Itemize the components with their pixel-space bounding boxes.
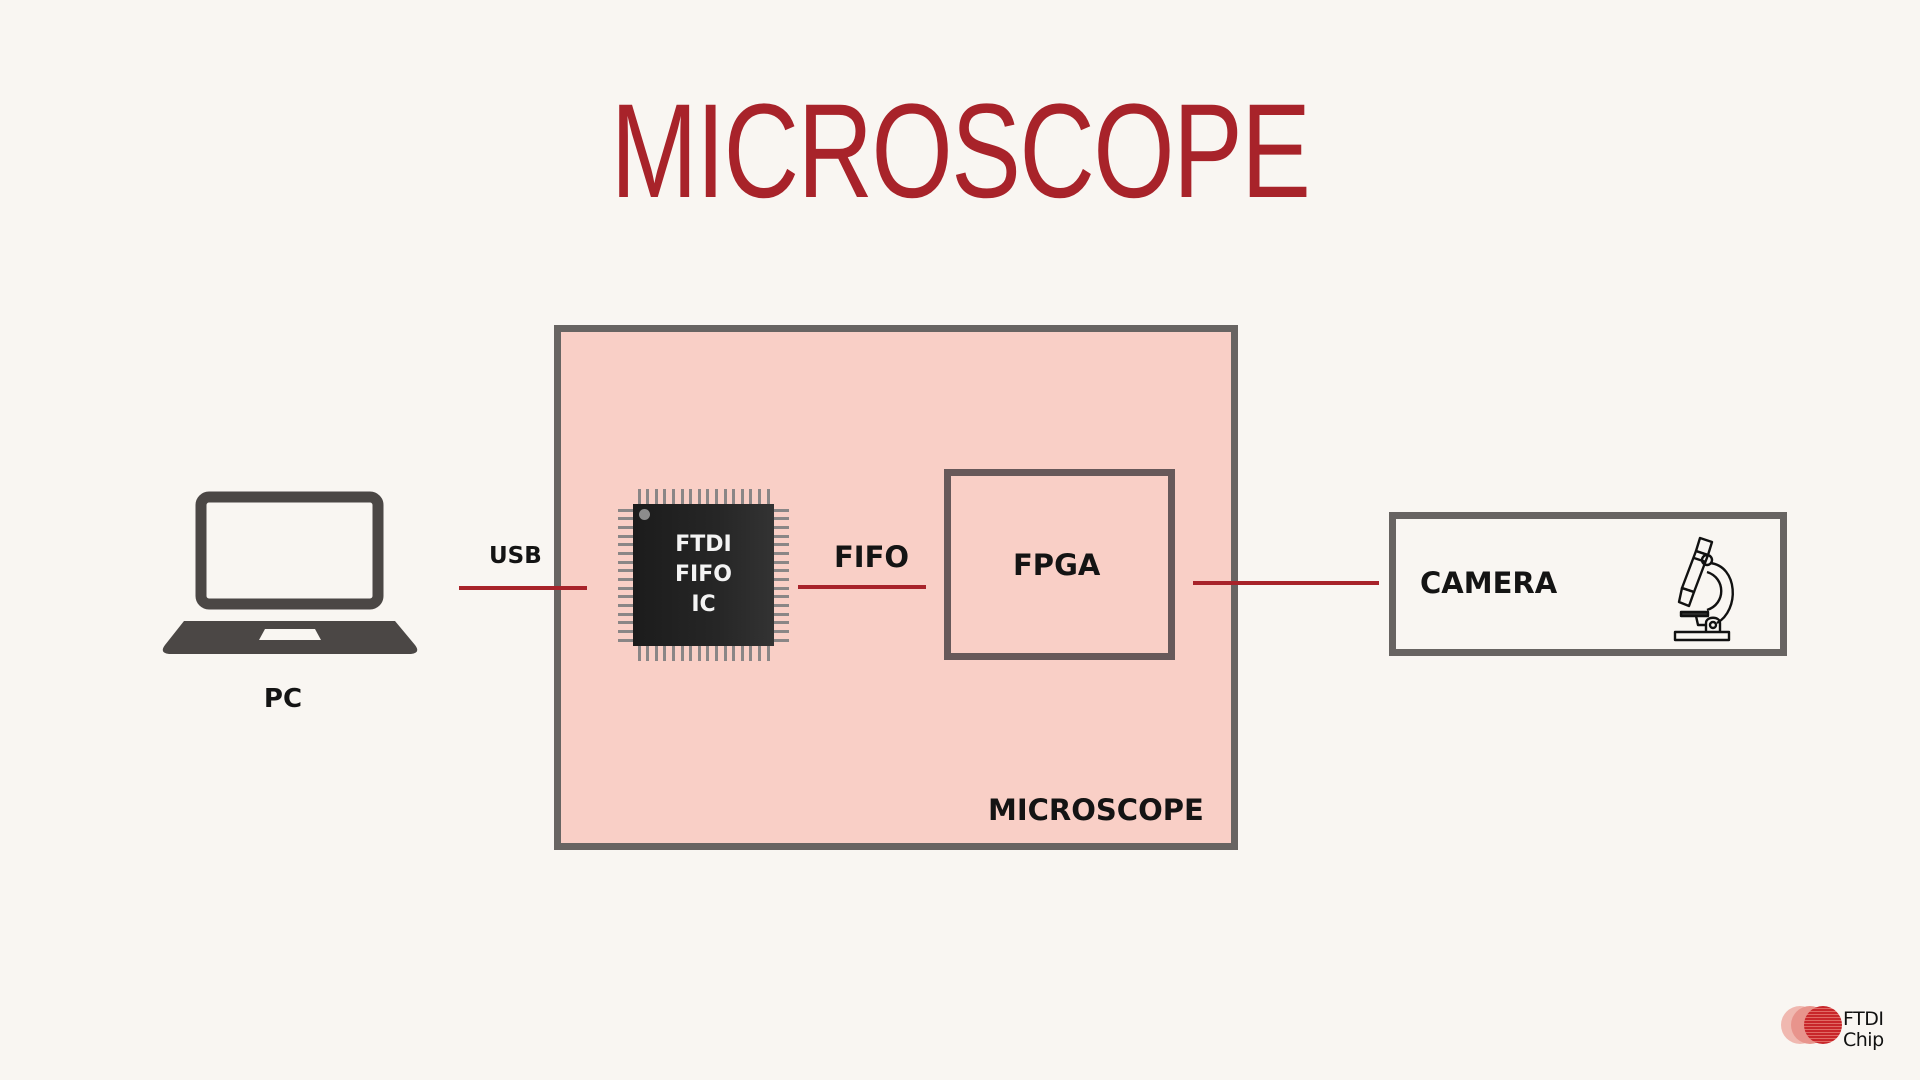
ic-chip-pin — [774, 551, 789, 555]
ic-chip-pin — [646, 489, 650, 504]
ic-chip-pin — [706, 646, 710, 661]
ic-chip-pin — [671, 646, 675, 661]
ic-chip-pin — [654, 646, 658, 661]
ic-chip-pin — [774, 569, 789, 573]
ic-chip-pin — [766, 646, 770, 661]
ic-chip-pin — [654, 489, 658, 504]
ic-chip-icon — [633, 504, 774, 646]
ic-chip-pin — [774, 621, 789, 625]
ic-chip-pin — [618, 638, 633, 642]
ic-chip-pin — [706, 489, 710, 504]
ic-chip-pin — [697, 489, 701, 504]
chip-label-line-2: FIFO — [675, 562, 732, 587]
ic-chip-pin — [680, 646, 684, 661]
ic-chip-pin — [637, 646, 641, 661]
ic-chip-pin — [618, 629, 633, 633]
ic-chip-pin — [618, 560, 633, 564]
ic-chip-pin — [618, 569, 633, 573]
camera-connection-line — [1193, 581, 1379, 585]
ic-chip-pin — [618, 517, 633, 521]
ic-chip-pin — [714, 646, 718, 661]
ic-chip-pin — [618, 586, 633, 590]
ic-chip-pin — [618, 534, 633, 538]
fifo-label: FIFO — [834, 540, 910, 574]
ic-chip-pin — [740, 489, 744, 504]
ic-chip-pin — [663, 489, 667, 504]
ic-chip-pin — [774, 603, 789, 607]
ic-chip-pin — [774, 595, 789, 599]
laptop-icon — [162, 491, 418, 654]
ic-chip-pin — [618, 543, 633, 547]
ic-chip-pin — [766, 489, 770, 504]
ic-chip-pin — [774, 534, 789, 538]
fpga-label: FPGA — [1013, 548, 1101, 582]
ic-chip-pin — [689, 489, 693, 504]
ic-chip-pin — [774, 517, 789, 521]
chip-pin1-marker — [639, 509, 650, 520]
ic-chip-pin — [671, 489, 675, 504]
ic-chip-pin — [757, 489, 761, 504]
ic-chip-pin — [732, 646, 736, 661]
ic-chip-pin — [774, 543, 789, 547]
logo-text-chip: Chip — [1843, 1029, 1884, 1051]
ic-chip-pin — [618, 551, 633, 555]
ic-chip-pin — [680, 489, 684, 504]
ic-chip-pin — [618, 612, 633, 616]
ic-chip-pin — [618, 621, 633, 625]
ic-chip-pin — [774, 612, 789, 616]
ic-chip-pin — [732, 489, 736, 504]
ic-chip-pin — [774, 638, 789, 642]
ic-chip-pin — [618, 508, 633, 512]
camera-label: CAMERA — [1420, 566, 1558, 600]
ic-chip-pin — [774, 508, 789, 512]
ic-chip-pin — [618, 525, 633, 529]
ic-chip-pin — [740, 646, 744, 661]
microscope-box-label: MICROSCOPE — [988, 793, 1204, 827]
chip-label-line-3: IC — [691, 592, 716, 617]
fifo-connection-line — [798, 585, 926, 589]
ic-chip-pin — [774, 586, 789, 590]
ic-chip-pin — [723, 646, 727, 661]
ic-chip-pin — [774, 577, 789, 581]
chip-label-line-1: FTDI — [675, 532, 732, 557]
ic-chip-pin — [689, 646, 693, 661]
ic-chip-pin — [618, 595, 633, 599]
fpga-block — [944, 469, 1175, 660]
usb-label: USB — [489, 543, 542, 569]
ic-chip-pin — [618, 603, 633, 607]
usb-connection-line — [459, 586, 587, 590]
ic-chip-pin — [637, 489, 641, 504]
ftdi-chip-logo-icon — [1781, 1006, 1842, 1044]
ic-chip-pin — [618, 577, 633, 581]
ic-chip-pin — [774, 560, 789, 564]
ic-chip-pin — [774, 629, 789, 633]
pc-label: PC — [263, 684, 303, 714]
ic-chip-pin — [774, 525, 789, 529]
logo-text-ftdi: FTDI — [1843, 1008, 1884, 1030]
ic-chip-pin — [646, 646, 650, 661]
ic-chip-pin — [663, 646, 667, 661]
microscope-icon — [1673, 536, 1734, 642]
ic-chip-pin — [697, 646, 701, 661]
ic-chip-pin — [749, 489, 753, 504]
diagram-title: MICROSCOPE — [610, 77, 1311, 226]
ic-chip-pin — [723, 489, 727, 504]
ic-chip-pin — [749, 646, 753, 661]
ic-chip-pin — [714, 489, 718, 504]
ic-chip-pin — [757, 646, 761, 661]
